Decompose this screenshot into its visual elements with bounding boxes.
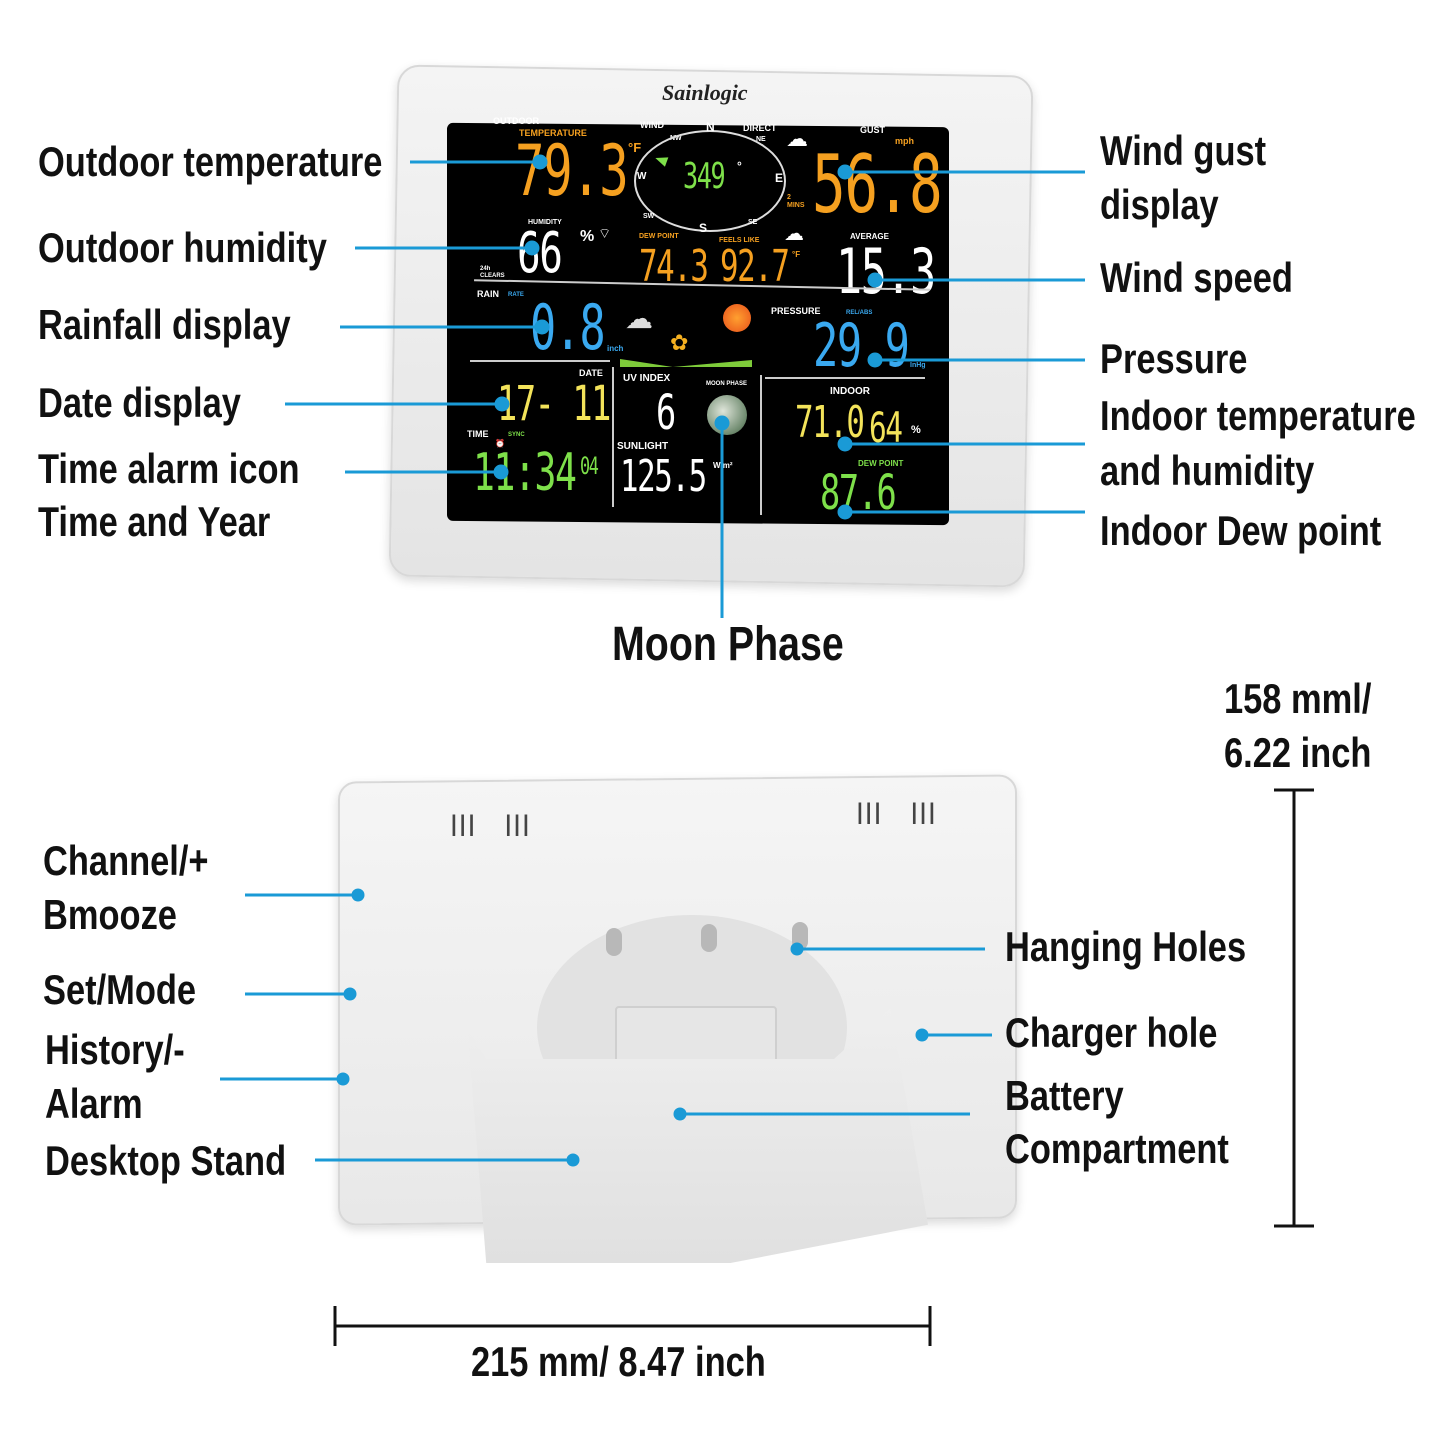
- average-label: AVERAGE: [850, 232, 889, 241]
- label-time-alarm: Time alarm icon: [38, 445, 300, 492]
- indoor-percent: %: [911, 424, 921, 436]
- uv-index-label: UV INDEX: [623, 373, 671, 384]
- inhg-label: InHg: [910, 362, 926, 369]
- compass-e: E: [775, 171, 784, 185]
- wind-gust-value: 56.8: [812, 138, 943, 231]
- relabs-label: REL/ABS: [846, 310, 873, 316]
- wind-compass: [634, 130, 786, 232]
- height-dimension-inch: 6.22 inch: [1224, 729, 1372, 776]
- divider-line: [760, 375, 762, 515]
- width-dimension: 215 mm/ 8.47 inch: [471, 1338, 766, 1385]
- divider-line: [765, 377, 925, 379]
- signal-icon: ⌔: [598, 225, 612, 241]
- compass-s: S: [699, 221, 708, 235]
- divider-line: [612, 367, 614, 507]
- outdoor-label: OUTDOOR: [493, 116, 539, 126]
- wind-direction-value: 349: [683, 156, 726, 197]
- moon-phase-label: MOON PHASE: [706, 381, 748, 387]
- outdoor-temperature-value: 79.3: [515, 130, 629, 212]
- label-wind-gust-2: display: [1100, 181, 1219, 228]
- label-wind-gust: Wind gust: [1100, 127, 1267, 174]
- sync-label: SYNC: [508, 432, 525, 438]
- wind-label: WIND: [640, 120, 664, 130]
- wind-speed-value: 15.3: [836, 235, 936, 308]
- label-alarm: Alarm: [45, 1080, 143, 1127]
- rain-label: RAIN: [477, 289, 499, 299]
- sun-icon: [723, 304, 751, 332]
- percent-sign: %: [580, 228, 595, 245]
- hanging-hole: [701, 924, 717, 952]
- year-value: 04: [580, 452, 599, 480]
- label-moon-phase: Moon Phase: [612, 618, 844, 671]
- brand-logo: Sainlogic: [662, 80, 748, 105]
- indoor-dew-label: DEW POINT: [858, 459, 904, 468]
- label-desktop-stand: Desktop Stand: [45, 1137, 287, 1184]
- time-label: TIME: [467, 429, 489, 439]
- divider-line: [470, 360, 610, 362]
- vent-slots: ǀǀǀ ǀǀǀ: [450, 810, 531, 843]
- alarm-icon: ⏰: [495, 439, 505, 448]
- label-outdoor-humidity: Outdoor humidity: [38, 224, 327, 271]
- compass-sw: SW: [643, 213, 655, 220]
- sunlight-label: SUNLIGHT: [617, 441, 669, 452]
- indoor-label: INDOOR: [830, 386, 870, 397]
- feels-like-value: 92.7: [720, 241, 790, 292]
- vent-slots: ǀǀǀ ǀǀǀ: [856, 798, 937, 831]
- label-time-year: Time and Year: [38, 498, 271, 545]
- dew-point-label: DEW POINT: [639, 233, 679, 240]
- compass-w: W: [637, 171, 647, 182]
- mph-label: mph: [895, 136, 914, 146]
- direct-label: DIRECT: [743, 123, 777, 133]
- weather-cloud-icon: ☁: [786, 126, 808, 151]
- label-snooze: Bmooze: [43, 891, 177, 938]
- indoor-temperature-value: 71.0: [795, 397, 865, 448]
- temperature-label: TEMPERATURE: [519, 128, 587, 138]
- height-dimension: 158 mml/: [1224, 675, 1372, 722]
- hanging-hole: [606, 928, 622, 956]
- sunlight-value: 125.5: [620, 451, 707, 502]
- label-indoor-2: and humidity: [1100, 447, 1315, 494]
- pressure-label: PRESSURE: [771, 306, 821, 316]
- label-charger-hole: Charger hole: [1005, 1009, 1218, 1056]
- label-indoor-dew: Indoor Dew point: [1100, 507, 1382, 554]
- gust-label: GUST: [860, 125, 886, 135]
- label-indoor: Indoor temperature: [1100, 392, 1416, 439]
- feels-like-label: FEELS LIKE: [719, 237, 760, 244]
- rate-label: RATE: [508, 292, 524, 298]
- indoor-humidity-value: 64: [869, 403, 903, 452]
- label-rainfall: Rainfall display: [38, 301, 291, 348]
- compass-se: SE: [748, 219, 758, 226]
- outdoor-humidity-value: 66: [517, 221, 563, 286]
- label-set-mode: Set/Mode: [43, 966, 197, 1013]
- degree-sign: °: [737, 159, 742, 173]
- windy-cloud-icon: ☁: [784, 223, 804, 245]
- inch-label: inch: [607, 344, 624, 353]
- forecast-cloud-icon: ☁: [625, 303, 653, 334]
- humidity-label: HUMIDITY: [528, 219, 562, 226]
- pressure-value: 29.9: [813, 311, 910, 381]
- sunflower-icon: ✿: [670, 330, 689, 355]
- mins-label: 2 MINS: [787, 194, 805, 209]
- fahrenheit-sign: °F: [792, 250, 801, 259]
- label-channel: Channel/+: [43, 837, 209, 884]
- label-pressure: Pressure: [1100, 335, 1248, 382]
- label-wind-speed: Wind speed: [1100, 254, 1293, 301]
- label-battery: Battery: [1005, 1072, 1124, 1119]
- clears-label: 24h CLEARS: [480, 266, 505, 279]
- compass-n: N: [706, 120, 715, 134]
- label-date: Date display: [38, 379, 241, 426]
- dew-point-value: 74.3: [639, 241, 709, 292]
- indoor-dew-value: 87.6: [820, 465, 897, 521]
- date-value: 17- 11: [497, 376, 611, 432]
- temp-unit: °F: [628, 140, 642, 155]
- label-outdoor-temperature: Outdoor temperature: [38, 138, 383, 185]
- label-hanging-holes: Hanging Holes: [1005, 923, 1247, 970]
- uv-index-value: 6: [656, 385, 676, 441]
- ne-label: NE: [756, 136, 766, 143]
- label-history: History/-: [45, 1026, 185, 1073]
- label-compartment: Compartment: [1005, 1125, 1229, 1172]
- date-label: DATE: [579, 368, 603, 378]
